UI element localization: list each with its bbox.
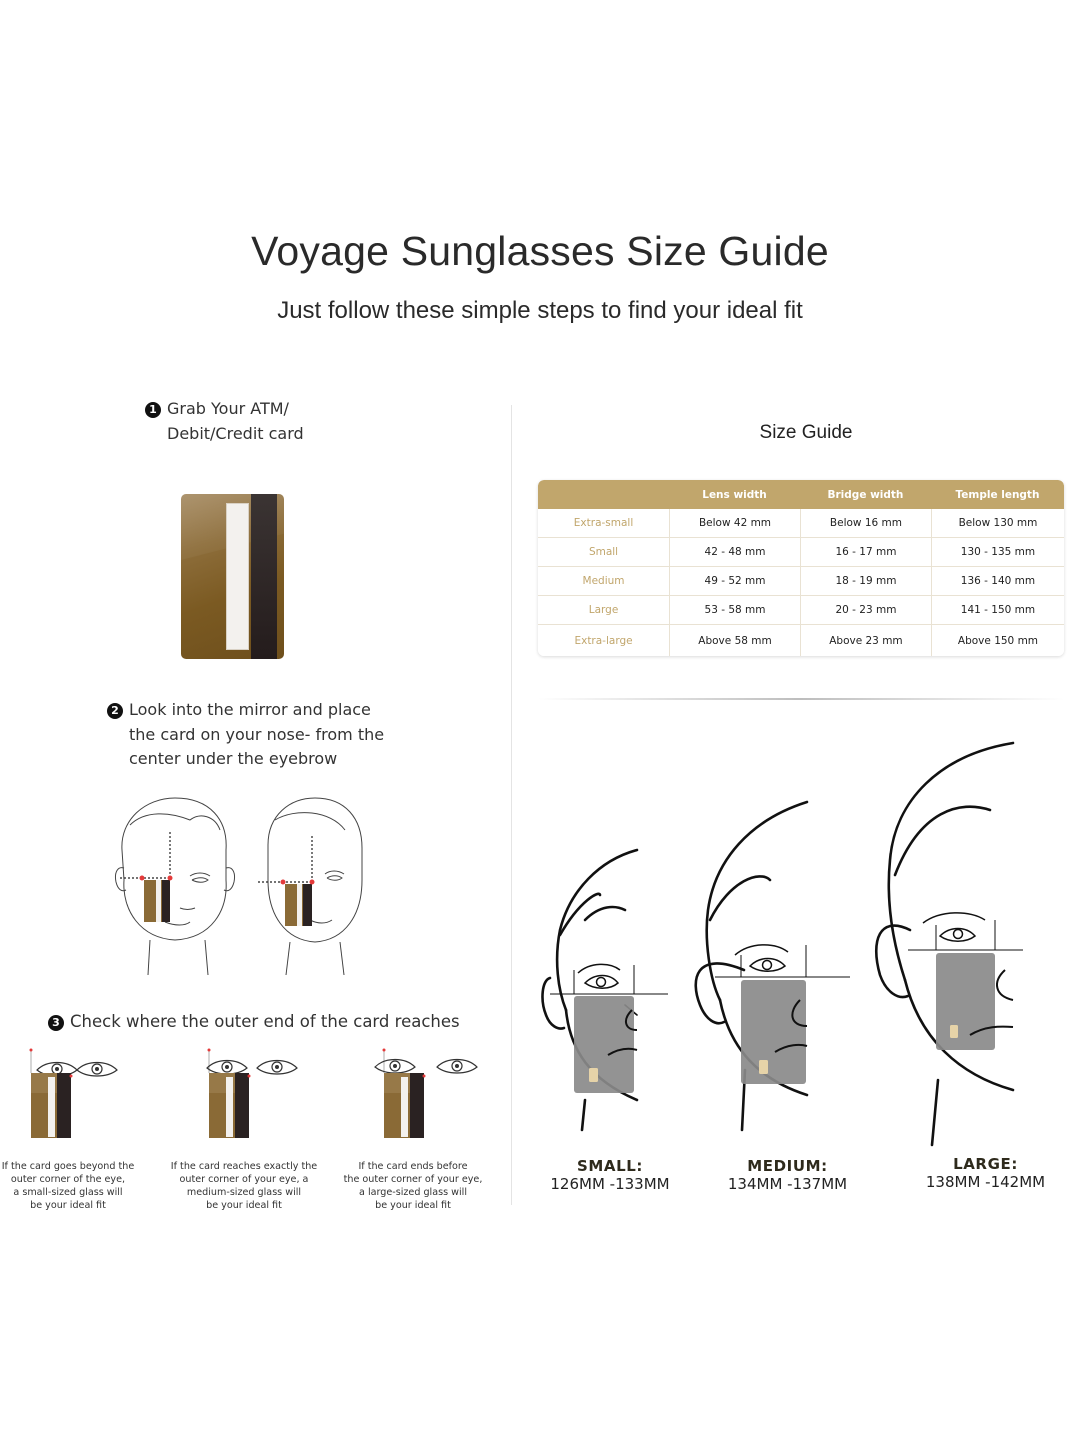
size-label: Extra-small [538, 509, 670, 537]
step-1-line-1: Grab Your ATM/ [167, 399, 289, 418]
bridge-width-cell: 20 - 23 mm [799, 595, 931, 624]
page-title: Voyage Sunglasses Size Guide [251, 228, 829, 274]
table-row: Medium 49 - 52 mm 18 - 19 mm 136 - 140 m… [538, 566, 1064, 595]
bridge-width-cell: Above 23 mm [799, 624, 931, 656]
column-header-bridge-width: Bridge width [799, 480, 931, 509]
step-number-badge: 3 [48, 1015, 64, 1032]
lens-width-cell: Above 58 mm [669, 624, 800, 656]
step-1: 1 Grab Your ATM/ Debit/Credit card [145, 397, 304, 446]
step-2-line-3: center under the eyebrow [129, 749, 338, 768]
step-number-badge: 1 [145, 402, 161, 419]
bridge-width-cell: Below 16 mm [799, 509, 931, 537]
step-3-line-1: Check where the outer end of the card re… [70, 1012, 460, 1031]
magnetic-strip [251, 494, 277, 659]
column-divider [511, 405, 512, 1205]
size-label: Extra-large [538, 624, 670, 656]
lens-width-cell: 42 - 48 mm [669, 537, 800, 566]
face-size-small: SMALL: 126MM -133MM [540, 1157, 680, 1193]
table-row: Small 42 - 48 mm 16 - 17 mm 130 - 135 mm [538, 537, 1064, 566]
bridge-width-cell: 16 - 17 mm [799, 537, 931, 566]
table-row: Extra-large Above 58 mm Above 23 mm Abov… [538, 624, 1064, 656]
face-size-range: 134MM -137MM [727, 1175, 848, 1193]
temple-length-cell: 136 - 140 mm [930, 566, 1064, 595]
temple-length-cell: Below 130 mm [930, 509, 1064, 537]
column-header-temple-length: Temple length [930, 480, 1064, 509]
size-guide-heading: Size Guide [759, 422, 853, 443]
credit-card-illustration [181, 494, 284, 659]
column-header [538, 480, 670, 509]
size-label: Small [538, 537, 670, 566]
eye-check-caption-large: If the card ends before the outer corner… [343, 1161, 483, 1211]
page-subtitle: Just follow these simple steps to find y… [277, 297, 803, 324]
size-guide-table: Lens width Bridge width Temple length Ex… [538, 480, 1064, 656]
table-row: Large 53 - 58 mm 20 - 23 mm 141 - 150 mm [538, 595, 1064, 624]
lens-width-cell: Below 42 mm [669, 509, 800, 537]
face-size-range: 138MM -142MM [925, 1173, 1046, 1191]
step-2: 2 Look into the mirror and place the card… [107, 698, 384, 772]
column-header-lens-width: Lens width [669, 480, 800, 509]
face-profile-illustrations [541, 741, 1023, 1147]
face-size-range: 126MM -133MM [550, 1175, 670, 1193]
size-label: Large [538, 595, 670, 624]
step-3: 3 Check where the outer end of the card r… [48, 1010, 460, 1035]
lens-width-cell: 49 - 52 mm [669, 566, 800, 595]
face-size-large: LARGE: 138MM -142MM [913, 1155, 1058, 1191]
size-label: Medium [538, 566, 670, 595]
section-divider [538, 698, 1064, 700]
face-size-label: SMALL: [576, 1157, 644, 1175]
face-size-label: LARGE: [953, 1155, 1018, 1173]
step-number-badge: 2 [107, 703, 123, 720]
eye-check-caption-medium: If the card reaches exactly the outer co… [170, 1161, 318, 1211]
step-2-line-1: Look into the mirror and place [129, 700, 371, 719]
temple-length-cell: 130 - 135 mm [930, 537, 1064, 566]
bridge-width-cell: 18 - 19 mm [799, 566, 931, 595]
face-size-label: MEDIUM: [747, 1157, 828, 1175]
eye-check-illustrations [29, 1048, 478, 1138]
eye-check-caption-small: If the card goes beyond the outer corner… [1, 1161, 135, 1211]
lens-width-cell: 53 - 58 mm [669, 595, 800, 624]
face-card-placement-illustration [115, 797, 363, 976]
step-1-line-2: Debit/Credit card [167, 423, 304, 443]
temple-length-cell: 141 - 150 mm [930, 595, 1064, 624]
step-2-line-2: the card on your nose- from the [129, 724, 385, 744]
signature-strip [226, 503, 249, 650]
table-header-row: Lens width Bridge width Temple length [538, 480, 1064, 509]
face-size-medium: MEDIUM: 134MM -137MM [715, 1157, 860, 1193]
temple-length-cell: Above 150 mm [930, 624, 1064, 656]
table-row: Extra-small Below 42 mm Below 16 mm Belo… [538, 509, 1064, 537]
